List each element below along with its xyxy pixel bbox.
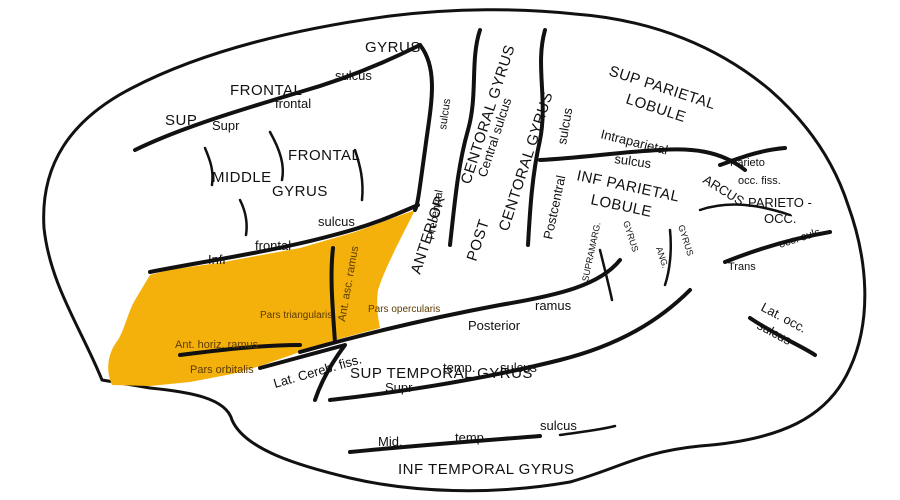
brain-outline (42, 8, 867, 493)
lateral-occipital-sulcus (748, 316, 817, 357)
lateral-cerebral-fissure (258, 343, 347, 402)
posterior-ramus (298, 258, 622, 354)
middle-frontal-sulcus-c (203, 146, 214, 187)
label-sulcus-infr: sulcus (318, 214, 355, 229)
precentral-sulcus (413, 43, 434, 212)
middle-temporal-sulcus (348, 434, 542, 454)
middle-frontal-sulcus-b (353, 148, 364, 202)
label-gyrus-middle: GYRUS (272, 183, 328, 200)
parieto-occ-arcus (698, 203, 792, 217)
label-sulcus-sup-frontal: sulcus (335, 68, 372, 83)
label-mid: Mid. (378, 434, 403, 449)
label-infr: Infr (208, 252, 227, 267)
intraparietal-sulcus (538, 147, 747, 172)
label-sulcus-precentral-top: sulcus (437, 97, 453, 130)
label-sup: SUP (165, 112, 197, 129)
label-supr: Supr (212, 118, 240, 133)
label-occ-fiss: occ. fiss. (738, 175, 781, 187)
label-frontal-middle: FRONTAL (288, 147, 360, 164)
sulci (133, 28, 832, 454)
label-pars-triangularis: Pars triangularis (260, 310, 332, 321)
middle-temporal-sulcus-b (558, 424, 617, 437)
label-sulcus-mid-temp: sulcus (540, 418, 577, 433)
label-sulcus-inf-parietal: sulcus (614, 151, 653, 171)
inferior-frontal-sulcus (148, 203, 420, 274)
label-temp-sup: temp. (443, 360, 476, 375)
superior-temporal-sulcus (328, 288, 692, 402)
label-inf-temporal-gyrus: INF TEMPORAL GYRUS (398, 461, 575, 478)
label-sup-temporal-gyrus: SUP TEMPORAL GYRUS (350, 365, 533, 382)
label-supr-temp: Supr (385, 380, 413, 395)
central-sulcus (448, 28, 482, 247)
label-trans: Trans (728, 261, 756, 273)
label-frontal-lower: frontal (275, 96, 311, 111)
label-parieto: Parieto (730, 157, 765, 169)
label-posterior: Posterior (468, 318, 521, 333)
label-frontal-top: FRONTAL (230, 82, 302, 99)
supramarginal-branch (598, 248, 614, 302)
label-frontal-infr: frontal (255, 238, 291, 253)
parieto-occipital-fissure (718, 146, 787, 167)
label-sulcus-sup-temp: sulcus (500, 360, 537, 375)
label-pars-opercularis: Pars opercularis (368, 304, 440, 315)
label-ant-horiz-ramus: Ant. horiz. ramus (175, 339, 259, 351)
label-parieto-occ-2: OCC. (764, 211, 797, 226)
label-sulcus-postcentral: sulcus (554, 106, 575, 145)
middle-frontal-sulcus-d (238, 198, 248, 237)
anterior-ascending-ramus (329, 246, 337, 344)
superior-frontal-sulcus (133, 43, 422, 152)
inferior-frontal-gyrus-highlight (108, 210, 415, 386)
label-parieto-occ-1: PARIETO - (748, 195, 812, 210)
anterior-horizontal-ramus (178, 343, 302, 357)
label-ramus: ramus (535, 298, 572, 313)
transverse-occipital-sulcus (723, 230, 832, 264)
label-middle: MIDDLE (212, 169, 272, 186)
angular-branch (663, 228, 673, 287)
label-gyrus-top: GYRUS (365, 39, 421, 56)
label-pars-orbitalis: Pars orbitalis (190, 364, 254, 376)
postcentral-sulcus (526, 28, 547, 247)
label-temp-mid: temp. (455, 430, 488, 445)
middle-frontal-sulcus-a (268, 130, 285, 182)
